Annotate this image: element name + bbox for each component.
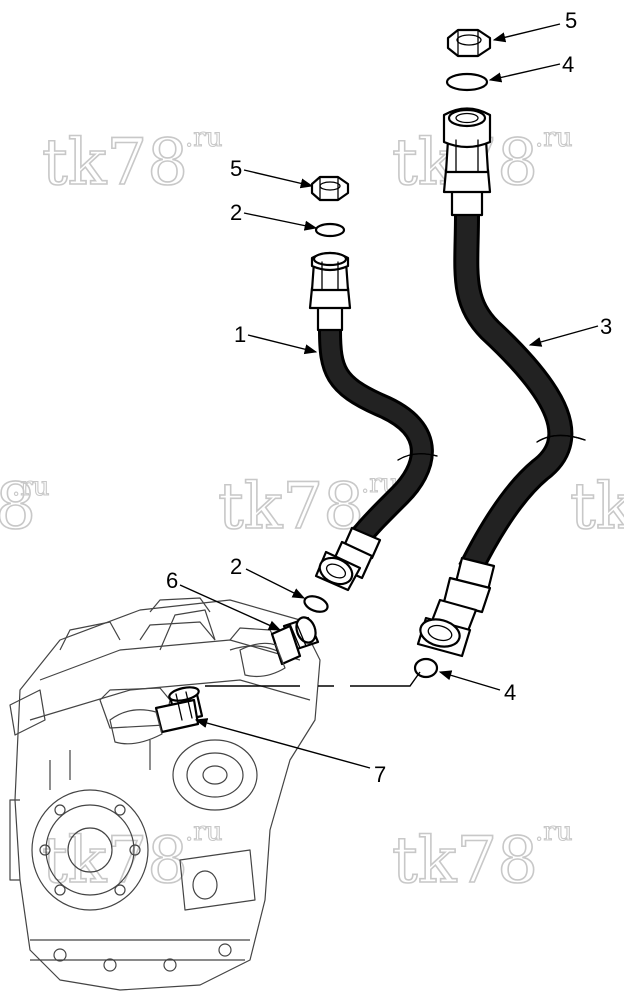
- phantom-line: [205, 671, 421, 687]
- watermark-text: tk78: [392, 824, 538, 898]
- o-ring-4-bottom: [413, 657, 439, 679]
- watermark-sup: .ru: [185, 817, 222, 847]
- watermark-text: tk78: [42, 126, 188, 200]
- watermark-sup: .ru: [535, 817, 572, 847]
- fitting-7: [109, 686, 204, 745]
- o-ring-2-top: [314, 222, 346, 238]
- callout-number: 5: [565, 8, 577, 33]
- callout-number: 2: [230, 200, 242, 225]
- callout-number: 5: [230, 156, 242, 181]
- callout-number: 6: [166, 568, 178, 593]
- hose-3: [416, 107, 586, 658]
- watermark-text: tk78: [218, 470, 364, 544]
- callout-number: 1: [234, 322, 246, 347]
- hex-nut-5-left: [310, 175, 350, 202]
- o-ring-4-top: [445, 72, 489, 92]
- watermark-group: tk78 .ru tk78 .ru tk78 .ru tk78 .ru tk78…: [0, 122, 624, 898]
- callout-number: 3: [600, 314, 612, 339]
- callout-numbers: 5 4 5 2 1 3 2 6 4 7: [166, 8, 612, 787]
- watermark-sup: .ru: [535, 123, 572, 153]
- watermark-sup: .ru: [12, 472, 49, 502]
- compressor-drawing: [9, 597, 321, 991]
- o-ring-2-bottom: [303, 595, 329, 613]
- callout-number: 2: [230, 554, 242, 579]
- callout-number: 7: [374, 762, 386, 787]
- callout-number: 4: [504, 680, 516, 705]
- watermark-text: tk78: [570, 470, 624, 544]
- hex-nut-5-top: [446, 28, 492, 58]
- watermark-sup: .ru: [185, 123, 222, 153]
- fitting-6: [239, 616, 320, 678]
- callout-number: 4: [562, 52, 574, 77]
- watermark-text: tk78: [0, 470, 36, 544]
- hose-1: [308, 251, 438, 592]
- leader-lines: [179, 23, 599, 769]
- watermark-text: tk78: [42, 824, 188, 898]
